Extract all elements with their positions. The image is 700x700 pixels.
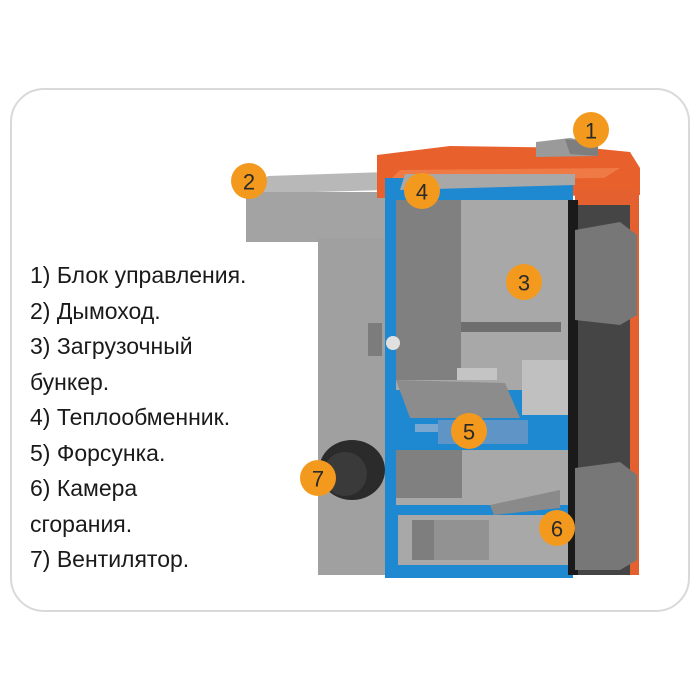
badge-6: 6 [539, 510, 575, 546]
svg-text:3: 3 [518, 271, 530, 296]
legend-item-6: 6) Камера [30, 475, 138, 501]
badge-2: 2 [231, 163, 267, 199]
svg-text:6: 6 [551, 517, 563, 542]
side-handle [368, 323, 382, 356]
legend-item-3-cont: бункер. [30, 368, 110, 395]
legend-item-2: 2) Дымоход. [30, 297, 161, 324]
badge-5: 5 [451, 413, 487, 449]
right-doors [568, 200, 637, 575]
svg-text:5: 5 [463, 420, 475, 445]
legend-item-5: 5) Форсунка. [30, 439, 166, 466]
badge-3: 3 [506, 264, 542, 300]
legend-item-7: 7) Вентилятор. [30, 546, 190, 572]
svg-text:4: 4 [416, 180, 428, 205]
legend-item-3: 3) Загрузочный [30, 333, 193, 359]
legend-item-1: 1) Блок управления. [30, 262, 247, 288]
side-panel [318, 238, 388, 575]
svg-text:7: 7 [312, 467, 324, 492]
svg-text:1: 1 [585, 119, 597, 144]
chimney [246, 172, 385, 242]
legend: 1) Блок управления. 2) Дымоход. 3) Загру… [30, 258, 246, 578]
legend-item-4: 4) Теплообменник. [30, 404, 231, 430]
badge-1: 1 [573, 112, 609, 148]
hopper [386, 200, 570, 418]
legend-item-6-cont: сгорания. [30, 510, 133, 537]
badge-4: 4 [404, 173, 440, 209]
svg-text:2: 2 [243, 170, 255, 195]
badge-7: 7 [300, 460, 336, 496]
combustion-chamber [396, 450, 570, 565]
